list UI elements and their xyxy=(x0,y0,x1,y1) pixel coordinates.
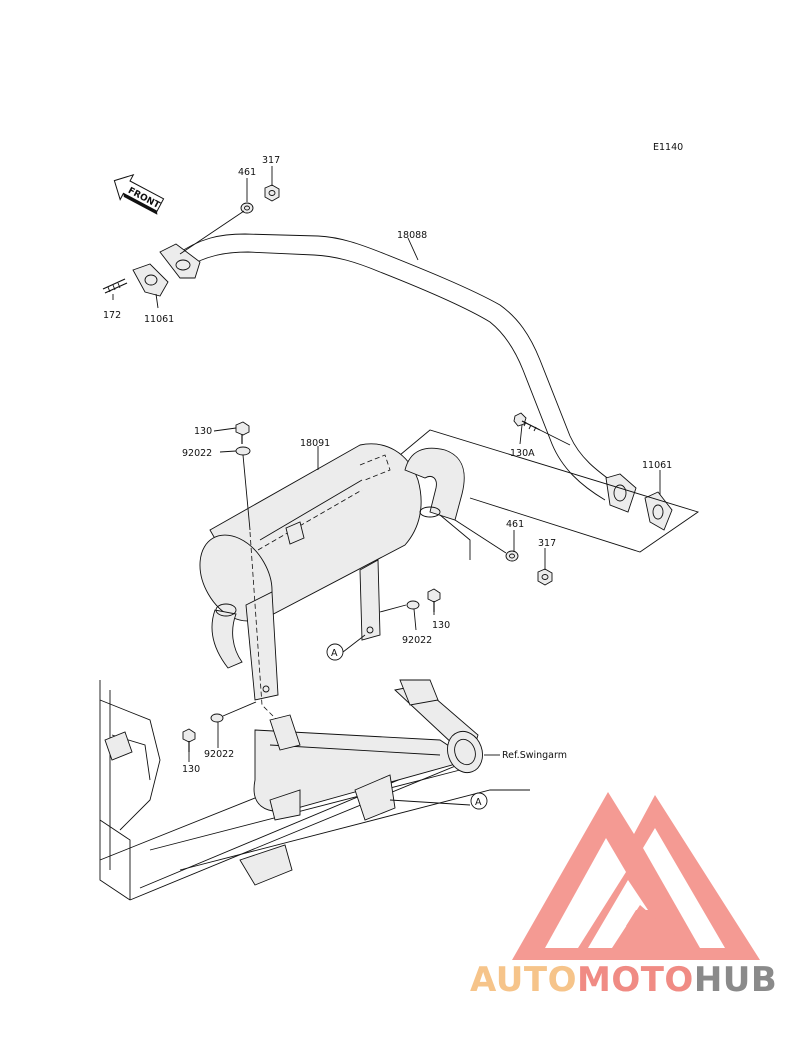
label-317-top: 317 xyxy=(262,155,280,166)
nut-317-mid-icon xyxy=(537,568,553,586)
bolt-130-mid-icon xyxy=(427,588,441,612)
label-11061-right: 11061 xyxy=(642,460,672,471)
bolt-130-low-icon xyxy=(182,728,196,752)
leader-lines xyxy=(112,166,661,806)
label-ref-a-right: A xyxy=(475,797,482,808)
watermark-text: AUTOMOTOHUB xyxy=(470,960,777,1000)
label-130A: 130A xyxy=(510,448,535,459)
muffler-18091 xyxy=(199,429,700,726)
watermark-logo-icon xyxy=(512,792,760,960)
watermark-moto: MOTO xyxy=(576,960,694,1000)
front-arrow-icon: FRONT xyxy=(113,173,165,215)
washer-461-mid-icon xyxy=(505,550,519,562)
label-ref-swingarm: Ref.Swingarm xyxy=(502,750,567,761)
washer-461-icon xyxy=(240,202,254,214)
gasket-11061-left xyxy=(132,263,169,297)
bolt-130-top-icon xyxy=(235,421,250,444)
label-461-mid: 461 xyxy=(506,519,524,530)
label-317-mid: 317 xyxy=(538,538,556,549)
washer-92022-low-icon xyxy=(210,713,224,723)
label-130-mid: 130 xyxy=(432,620,450,631)
watermark-hub: HUB xyxy=(693,960,778,1000)
label-461-top: 461 xyxy=(238,167,256,178)
bolt-130A-icon xyxy=(513,412,541,432)
ref-a-circle-left xyxy=(326,643,344,661)
ref-a-circle-right xyxy=(470,792,488,810)
washer-92022-mid-icon xyxy=(406,600,420,610)
label-ref-a-left: A xyxy=(331,648,338,659)
label-18088: 18088 xyxy=(397,230,427,241)
label-130-top: 130 xyxy=(194,426,212,437)
frame-structure xyxy=(99,679,530,901)
gasket-11061-right xyxy=(644,491,673,531)
nut-317-icon xyxy=(264,184,280,202)
label-92022-top: 92022 xyxy=(182,448,212,459)
label-18091: 18091 xyxy=(300,438,330,449)
label-130-low: 130 xyxy=(182,764,200,775)
label-172: 172 xyxy=(103,310,121,321)
label-92022-low: 92022 xyxy=(204,749,234,760)
label-92022-mid: 92022 xyxy=(402,635,432,646)
label-11061-left: 11061 xyxy=(144,314,174,325)
exhaust-pipe-18088 xyxy=(159,233,637,513)
diagram-code: E1140 xyxy=(653,142,683,153)
stud-172-icon xyxy=(102,278,128,294)
watermark-auto: AUTO xyxy=(470,960,577,1000)
washer-92022-top-icon xyxy=(235,446,251,456)
